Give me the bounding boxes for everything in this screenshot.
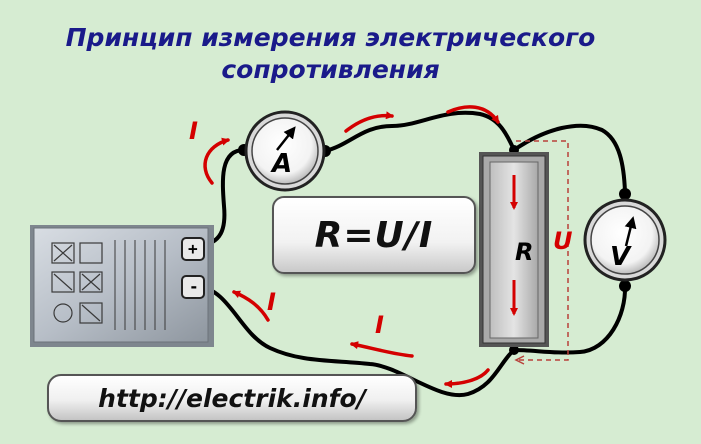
- battery-plus-terminal: +: [188, 239, 198, 258]
- current-label-bottom-right: I: [375, 311, 384, 339]
- wire-ammeter-to-resistor: [324, 110, 516, 153]
- title-line-1: Принцип измерения электрического: [65, 23, 596, 52]
- ammeter-label: A: [272, 149, 293, 179]
- voltmeter-terminal-top: [619, 188, 631, 200]
- url-banner[interactable]: http://electrik.info/: [47, 374, 417, 422]
- current-arrow-icon: [203, 105, 500, 388]
- formula-box: R=U/I: [272, 196, 476, 274]
- wire-resistor-to-battery: [197, 284, 516, 398]
- title-line-2: сопротивления: [221, 55, 440, 84]
- formula-text: R=U/I: [314, 214, 434, 256]
- ammeter-icon: [244, 110, 326, 192]
- battery-icon: [30, 225, 214, 347]
- current-label-top: I: [189, 117, 198, 145]
- junction-bottom: [509, 345, 519, 355]
- resistor-icon: [479, 152, 549, 347]
- current-label-bottom-left: I: [267, 288, 276, 316]
- battery-minus-terminal: -: [189, 277, 199, 296]
- voltage-label: U: [553, 227, 573, 255]
- wire-battery-to-ammeter: [197, 148, 245, 248]
- wire-voltmeter-to-resistor-bottom: [513, 285, 628, 355]
- page-title: Принцип измерения электрического сопроти…: [0, 22, 701, 86]
- voltage-drop-arrow: [514, 355, 525, 365]
- voltmeter-icon: [583, 198, 667, 282]
- voltmeter-terminal-bottom: [619, 280, 631, 292]
- wire-resistor-top-to-voltmeter: [512, 123, 627, 193]
- url-link[interactable]: http://electrik.info/: [98, 383, 366, 413]
- voltmeter-label: V: [610, 242, 631, 272]
- resistor-label: R: [515, 238, 534, 266]
